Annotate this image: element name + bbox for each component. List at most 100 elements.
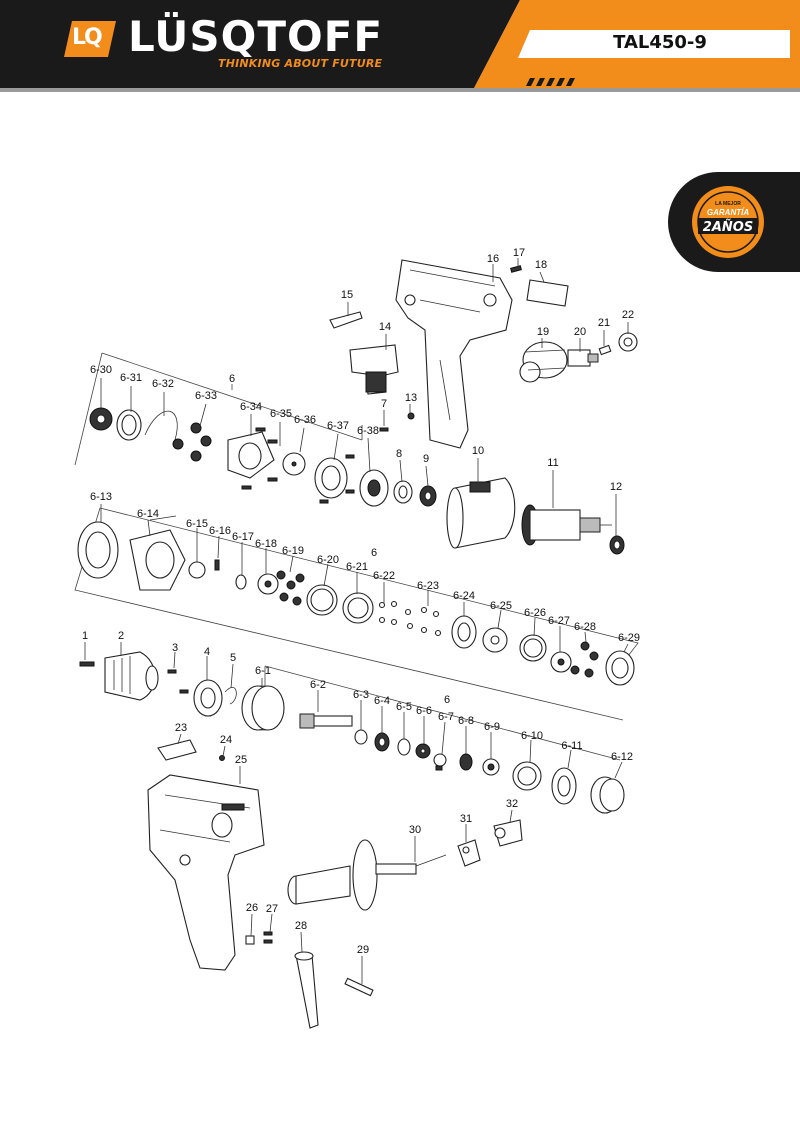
gear-6-6 bbox=[415, 743, 431, 759]
gear-6-38 bbox=[359, 469, 389, 507]
part-label: 27 bbox=[266, 903, 278, 915]
screw-3 bbox=[167, 669, 189, 694]
ring-6-31 bbox=[116, 409, 142, 441]
part-label: 6-9 bbox=[484, 721, 500, 733]
part-label: 29 bbox=[357, 944, 369, 956]
brand-logo-letters: LQ bbox=[72, 25, 103, 50]
part-label: 6-21 bbox=[346, 561, 368, 573]
screw-7 bbox=[379, 427, 389, 432]
part-labels: 16 17 18 15 14 13 19 20 21 22 7 8 9 10 1… bbox=[82, 247, 640, 956]
part-label: 6-31 bbox=[120, 372, 142, 384]
bearing-8 bbox=[393, 480, 413, 504]
part-label: 26 bbox=[246, 902, 258, 914]
washer-6-25 bbox=[482, 627, 508, 653]
part-label: 11 bbox=[547, 457, 558, 469]
bushing-6-17 bbox=[235, 574, 247, 590]
screw-24 bbox=[219, 755, 225, 761]
part-label: 6-15 bbox=[186, 518, 208, 530]
part-label: 6-38 bbox=[357, 425, 379, 437]
hook-15 bbox=[329, 311, 363, 329]
part-label: 6-7 bbox=[438, 711, 454, 723]
part-label: 6-25 bbox=[490, 600, 512, 612]
part-label: 6-37 bbox=[327, 420, 349, 432]
bearing-12 bbox=[609, 535, 625, 555]
ring-6-5 bbox=[397, 738, 411, 756]
part-label: 6-13 bbox=[90, 491, 112, 503]
ring-6-26 bbox=[519, 634, 547, 662]
carrier-6-34 bbox=[227, 431, 275, 479]
part-label: 18 bbox=[535, 259, 547, 271]
part-label: 15 bbox=[341, 289, 353, 301]
part-label: 6-23 bbox=[417, 580, 439, 592]
warranty-seal-icon: LA MEJOR GARANTÍA 2AÑOS bbox=[668, 172, 800, 272]
part-label: 22 bbox=[622, 309, 634, 321]
screw-27 bbox=[263, 931, 273, 944]
header-band bbox=[0, 0, 800, 92]
gears-6-28 bbox=[570, 641, 599, 678]
nut-26 bbox=[245, 935, 255, 945]
carrier-6-18 bbox=[257, 573, 279, 595]
balls-6-23 bbox=[420, 606, 442, 637]
badge-line3: 2AÑOS bbox=[703, 219, 753, 235]
part-label: 21 bbox=[598, 317, 610, 329]
part-6-7 bbox=[433, 753, 447, 771]
part-label: 6-36 bbox=[294, 414, 316, 426]
part-label: 6-16 bbox=[209, 525, 231, 537]
side-handle-30 bbox=[287, 839, 447, 911]
part-label: 6-33 bbox=[195, 390, 217, 402]
badge-line1: LA MEJOR bbox=[715, 201, 741, 207]
part-label: 6-20 bbox=[317, 554, 339, 566]
screws-top-misc bbox=[319, 454, 355, 504]
part-label: 6-26 bbox=[524, 607, 546, 619]
part-label: 20 bbox=[574, 326, 586, 338]
disc-6-36 bbox=[282, 452, 306, 476]
pin-29 bbox=[344, 977, 374, 997]
label-plate-18 bbox=[526, 279, 569, 307]
part-6-15 bbox=[188, 561, 206, 579]
brand-name: LÜSQTOFF bbox=[128, 12, 384, 61]
model-code: TAL450-9 bbox=[613, 32, 707, 53]
ring-6-20 bbox=[306, 584, 338, 616]
part-label: 2 bbox=[118, 630, 124, 642]
part-label: 9 bbox=[423, 453, 429, 465]
part-label: 14 bbox=[379, 321, 391, 333]
gear-6-30 bbox=[89, 407, 113, 431]
spindle-20 bbox=[567, 349, 599, 367]
part-label: 6-19 bbox=[282, 545, 304, 557]
spindle-6-2 bbox=[299, 713, 353, 729]
pin-6-16 bbox=[214, 559, 220, 571]
part-label: 6-3 bbox=[353, 689, 369, 701]
group-label: 6 bbox=[444, 694, 450, 706]
part-label: 32 bbox=[506, 798, 518, 810]
ring-6-10 bbox=[512, 761, 542, 791]
part-label: 1 bbox=[82, 630, 88, 642]
part-label: 6-2 bbox=[310, 679, 326, 691]
part-label: 6-28 bbox=[574, 621, 596, 633]
screw-17 bbox=[510, 265, 522, 273]
part-label: 6-14 bbox=[137, 508, 159, 520]
housing-half-right bbox=[395, 259, 513, 449]
spring-6-32 bbox=[144, 410, 178, 441]
part-label: 8 bbox=[396, 448, 402, 460]
ring-6-21 bbox=[342, 592, 374, 624]
ring-gear-6-29 bbox=[605, 650, 635, 686]
washer-6-3 bbox=[354, 729, 368, 745]
ring-gear-6-13 bbox=[77, 521, 119, 579]
part-label: 6-6 bbox=[416, 705, 432, 717]
part-label: 31 bbox=[460, 813, 472, 825]
part-label: 6-24 bbox=[453, 590, 475, 602]
sleeve-6-11 bbox=[551, 767, 577, 805]
ring-6-37 bbox=[314, 457, 348, 499]
chuck-2 bbox=[104, 651, 159, 701]
bracket-23 bbox=[157, 739, 197, 761]
sleeve-6-12 bbox=[590, 776, 625, 814]
housing-6-14 bbox=[129, 515, 186, 591]
clamp-31 bbox=[457, 839, 481, 867]
part-label: 6-4 bbox=[374, 695, 390, 707]
part-label: 6-5 bbox=[396, 701, 412, 713]
part-label: 17 bbox=[513, 247, 525, 259]
part-label: 24 bbox=[220, 734, 232, 746]
part-label: 12 bbox=[610, 481, 622, 493]
brand-tagline: THINKING ABOUT FUTURE bbox=[218, 57, 383, 70]
